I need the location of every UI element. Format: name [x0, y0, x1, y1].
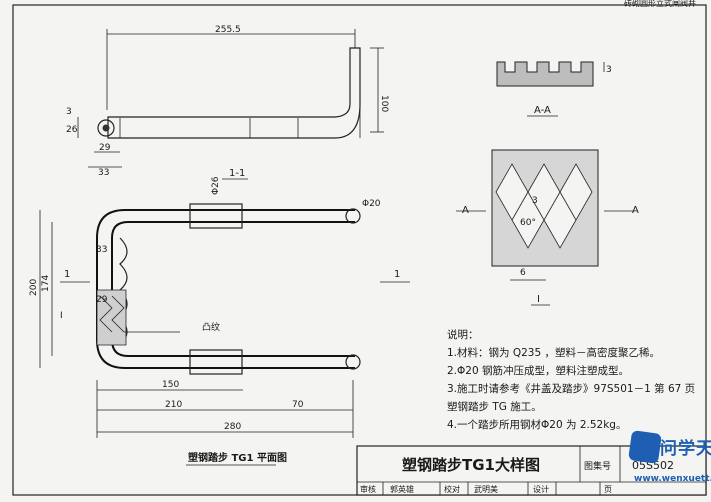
atlas-label: 图集号 [584, 460, 611, 472]
drawing-title: 塑钢踏步TG1大样图 [402, 456, 540, 474]
angle-60: 60° [520, 218, 536, 228]
dim-150: 150 [162, 380, 179, 390]
label-a-right: A [632, 205, 639, 216]
dim-3-aa: 3 [606, 65, 612, 75]
dim-phi20: Φ20 [362, 199, 381, 209]
section-1-1-label: 1-1 [229, 168, 245, 179]
dim-33: 33 [98, 168, 109, 178]
label-a-left: A [462, 205, 469, 216]
i-mark: I [60, 311, 63, 321]
detail-i-label: I [537, 294, 540, 305]
sleeve-bottom [189, 349, 243, 375]
rod-end-bottom [345, 354, 361, 370]
row-page: 页 [604, 485, 612, 494]
row-check: 校对 [444, 484, 460, 494]
note-4: 4.一个踏步所用钢材Φ20 为 2.52kg。 [447, 419, 627, 431]
row-design: 设计 [533, 484, 549, 494]
dim-33-plan: 33 [96, 245, 107, 255]
dim-70: 70 [292, 400, 304, 410]
texture-patch [96, 289, 127, 346]
note-3-cont: 塑钢踏步 TG 施工。 [447, 401, 542, 413]
dim-29: 29 [99, 143, 111, 153]
dim-3: 3 [66, 107, 72, 117]
atlas-no: 05S502 [632, 459, 674, 472]
watermark-logo: 问学天下 www.wenxuett.com [628, 430, 711, 494]
dim-26: 26 [66, 125, 78, 135]
diamond-pattern [495, 163, 593, 249]
rod-end-circle [97, 119, 115, 137]
detail-i: A A 60° 3 6 I [456, 149, 639, 306]
row-review: 审核 [360, 484, 376, 494]
watermark-title: 问学天下 [660, 439, 711, 459]
plan-view: 1 1 Φ26 Φ20 凸纹 33 29 I 200 174 150 210 7… [29, 176, 410, 466]
dim-174: 174 [41, 275, 51, 292]
u-rod-outer [96, 209, 355, 369]
dim-210: 210 [165, 400, 182, 410]
sleeve-top [189, 203, 243, 229]
dim-phi26: Φ26 [211, 176, 221, 195]
notes-heading: 说明： [447, 329, 479, 341]
rod-core [102, 124, 110, 132]
row-checker: 武明美 [474, 484, 498, 494]
dim-6: 6 [520, 268, 526, 278]
dim-29-plan: 29 [96, 295, 108, 305]
dim-100: 100 [379, 95, 389, 112]
section-mark-left: 1 [64, 269, 70, 280]
rung-elevation [107, 47, 361, 139]
u-rod-inner [111, 221, 355, 357]
corner-note: 砖砌圆形立式闸阀井 [624, 0, 696, 8]
note-3: 3.施工时请参考《井盖及踏步》97S501－1 第 67 页 [447, 383, 696, 395]
row-reviewer: 郭英雄 [390, 484, 414, 494]
section-a-a: 3 A-A [496, 61, 612, 117]
watermark-url: www.wenxuett.com [634, 474, 711, 484]
dim-200: 200 [29, 279, 39, 296]
dim-280: 280 [224, 422, 241, 432]
rod-end-top [345, 208, 361, 224]
plan-view-title: 塑钢踏步 TG1 平面图 [188, 451, 287, 464]
note-2: 2.Φ20 钢筋冲压成型，塑料注塑成型。 [447, 365, 629, 377]
dim-255-5: 255.5 [215, 25, 241, 35]
section-a-a-label: A-A [534, 105, 551, 116]
section-mark-right: 1 [394, 269, 400, 280]
dim-3-detail: 3 [532, 196, 538, 206]
note-1: 1.材料：钢为 Q235 ，塑料－高密度聚乙稀。 [447, 347, 660, 359]
watermark-badge-icon [628, 430, 662, 464]
section-1-1: 255.5 100 26 3 29 33 1-1 [66, 25, 389, 180]
bump-label: 凸纹 [202, 321, 220, 333]
texture-section-profile [496, 61, 594, 87]
